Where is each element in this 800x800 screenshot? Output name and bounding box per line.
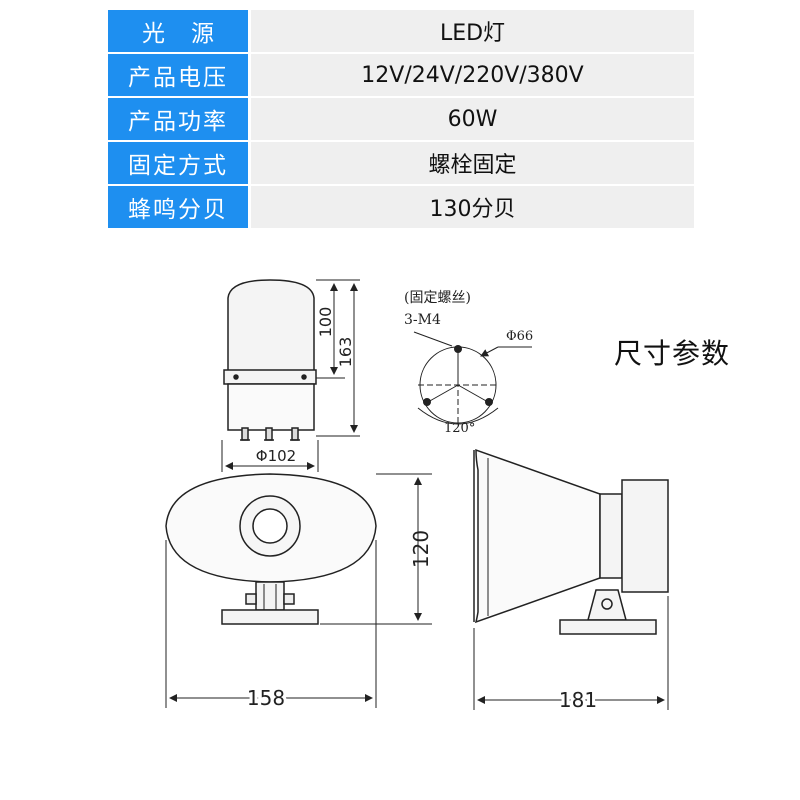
screw-hole-icon — [485, 398, 493, 406]
section-heading: 尺寸参数 — [614, 337, 731, 370]
dim-base-diameter: Φ102 — [256, 447, 296, 465]
spec-row-voltage: 产品电压 12V/24V/220V/380V — [108, 54, 694, 98]
horn-stand-neck — [255, 581, 285, 611]
light-terminals — [240, 427, 300, 441]
horn-driver-inner — [252, 508, 288, 544]
spec-value: 130分贝 — [248, 186, 694, 230]
spec-row-decibel: 蜂鸣分贝 130分贝 — [108, 186, 694, 230]
bolt-circle-label: Φ66 — [506, 329, 533, 344]
dim-horn-height: 120 — [409, 530, 433, 568]
spec-table: 光源 LED灯 产品电压 12V/24V/220V/380V 产品功率 60W … — [108, 10, 694, 230]
spec-row-power: 产品功率 60W — [108, 98, 694, 142]
spec-value: 60W — [248, 98, 694, 142]
spec-row-light-source: 光源 LED灯 — [108, 10, 694, 54]
light-dome — [227, 279, 315, 372]
spec-label: 蜂鸣分贝 — [108, 186, 248, 230]
spec-value: 12V/24V/220V/380V — [248, 54, 694, 98]
spec-label: 产品功率 — [108, 98, 248, 142]
spec-row-mounting: 固定方式 螺栓固定 — [108, 142, 694, 186]
screw-hole-icon — [423, 398, 431, 406]
spec-value: LED灯 — [248, 10, 694, 54]
spec-label: 固定方式 — [108, 142, 248, 186]
horn-side-base — [559, 619, 657, 635]
horn-side-bell — [474, 448, 601, 624]
dim-height-total: 163 — [336, 337, 355, 368]
horn-side-neck — [599, 493, 623, 579]
spec-value: 螺栓固定 — [248, 142, 694, 186]
dim-height-inner: 100 — [316, 307, 335, 338]
dim-horn-depth: 181 — [559, 688, 597, 712]
mounting-pattern — [413, 331, 532, 425]
warning-light-drawing — [221, 279, 360, 472]
spec-label: 光源 — [108, 10, 248, 54]
horn-side-view — [473, 448, 669, 710]
horn-side-driver — [621, 479, 669, 593]
angle-label: 120° — [444, 421, 475, 436]
horn-stand-base — [221, 609, 319, 625]
horn-front-view — [165, 473, 432, 708]
screw-spec: 3-M4 — [404, 312, 441, 328]
mount-note: (固定螺丝) — [404, 290, 471, 306]
dim-horn-width: 158 — [247, 686, 285, 710]
horn-side-bracket — [587, 589, 627, 621]
light-lower-base — [227, 383, 315, 431]
screw-hole-icon — [454, 345, 462, 353]
spec-label: 产品电压 — [108, 54, 248, 98]
